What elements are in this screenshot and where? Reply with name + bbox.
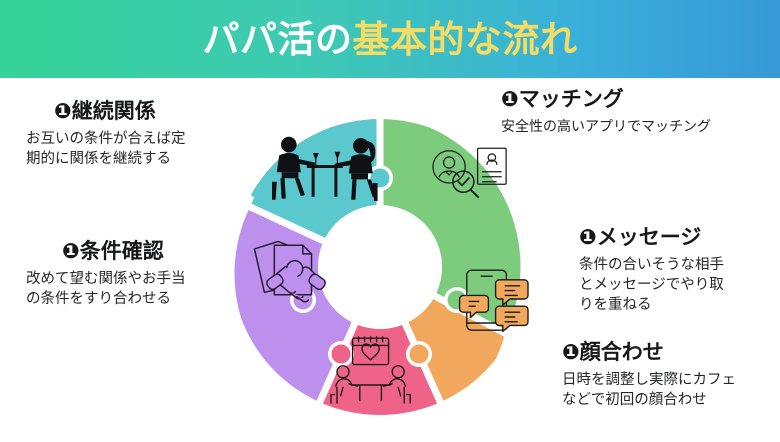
step-body-face-to-face: 日時を調整し実際にカフェ などで初回の顔合わせ <box>562 370 780 410</box>
dinner-date-icon <box>272 136 378 201</box>
step-heading-matching: ❶マッチング <box>501 88 624 111</box>
step-body-condition-check-line1: 改めて望む関係やお手当 <box>26 271 186 288</box>
handshake-document-icon <box>253 240 326 303</box>
knob-top <box>370 168 390 188</box>
step-heading-continuing: ❶継続関係 <box>54 100 156 123</box>
header-banner: パパ活の基本的な流れ <box>0 0 780 78</box>
process-wheel <box>230 97 530 437</box>
step-body-face-to-face-line1: 日時を調整し実際にカフェ <box>562 372 736 389</box>
step-block-message: ❶メッセージ 条件の合いそうな相手 とメッセージでやり取 りを重ねる <box>579 226 780 315</box>
wheel-svg <box>234 111 529 423</box>
step-block-face-to-face: ❶顔合わせ 日時を調整し実際にカフェ などで初回の顔合わせ <box>562 341 780 410</box>
step-body-face-to-face-line2: などで初回の顔合わせ <box>562 392 707 409</box>
phone-chat-icon <box>458 269 529 333</box>
step-block-matching: ❶マッチング 安全性の高いアプリでマッチング <box>501 88 780 136</box>
step-heading-condition-check: ❶条件確認 <box>62 240 164 263</box>
step-body-continuing-line2: 期的に関係を継続する <box>26 151 171 168</box>
step-heading-face-to-face: ❶顔合わせ <box>562 341 664 364</box>
step-body-message: 条件の合いそうな相手 とメッセージでやり取 りを重ねる <box>579 255 780 315</box>
step-body-condition-check-line2: の条件をすり合わせる <box>26 291 171 308</box>
page-title: パパ活の基本的な流れ <box>203 21 578 58</box>
page-title-part2: 基本的な流れ <box>352 18 578 60</box>
step-block-condition-check: ❶条件確認 改めて望む関係やお手当 の条件をすり合わせる <box>26 240 246 309</box>
wheel-center-hole <box>318 205 442 329</box>
step-body-matching-line1: 安全性の高いアプリでマッチング <box>501 118 711 135</box>
cafe-meeting-icon <box>330 336 411 404</box>
step-body-continuing-line1: お互いの条件が合えば定 <box>26 131 186 148</box>
profile-verify-icon <box>432 147 507 199</box>
page-title-part1: パパ活の <box>202 18 353 60</box>
step-heading-message: ❶メッセージ <box>579 226 702 249</box>
step-body-message-line2: とメッセージでやり取 <box>579 277 724 294</box>
step-block-continuing: ❶継続関係 お互いの条件が合えば定 期的に関係を継続する <box>26 100 241 169</box>
step-body-message-line3: りを重ねる <box>579 297 652 314</box>
step-body-continuing: お互いの条件が合えば定 期的に関係を継続する <box>26 129 241 169</box>
step-body-matching: 安全性の高いアプリでマッチング <box>501 117 780 136</box>
step-body-condition-check: 改めて望む関係やお手当 の条件をすり合わせる <box>26 269 246 309</box>
knob-bottom-left <box>331 344 351 364</box>
knob-bottom-right <box>409 344 429 364</box>
step-body-message-line1: 条件の合いそうな相手 <box>579 257 724 274</box>
